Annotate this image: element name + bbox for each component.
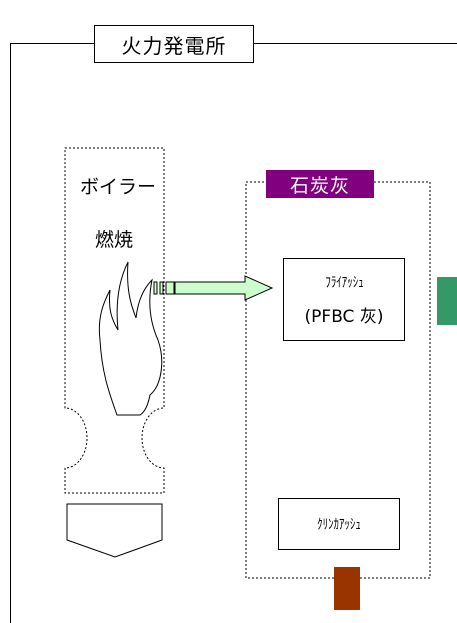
coal-ash-title: 石炭灰 <box>266 170 374 198</box>
combustion-label: 燃焼 <box>95 229 134 251</box>
clinker-ash-box: ｸﾘﾝｶｱｯｼｭ <box>278 498 400 550</box>
boiler-hopper <box>66 503 163 558</box>
transfer-arrow <box>153 275 274 301</box>
pfbc-ash-label: (PFBC 灰) <box>304 307 384 327</box>
flame-icon <box>98 261 163 416</box>
fly-ash-outlet-tab <box>437 277 457 325</box>
diagram-canvas <box>64 147 431 579</box>
clinker-ash-label: ｸﾘﾝｶｱｯｼｭ <box>317 517 361 533</box>
clinker-ash-outlet-tab <box>334 567 360 610</box>
power-station-title: 火力発電所 <box>94 25 254 63</box>
boiler-title: ボイラー <box>80 176 157 198</box>
fly-ash-box: ﾌﾗｲｱｯｼｭ (PFBC 灰) <box>283 258 405 341</box>
fly-ash-label: ﾌﾗｲｱｯｼｭ <box>324 275 364 291</box>
